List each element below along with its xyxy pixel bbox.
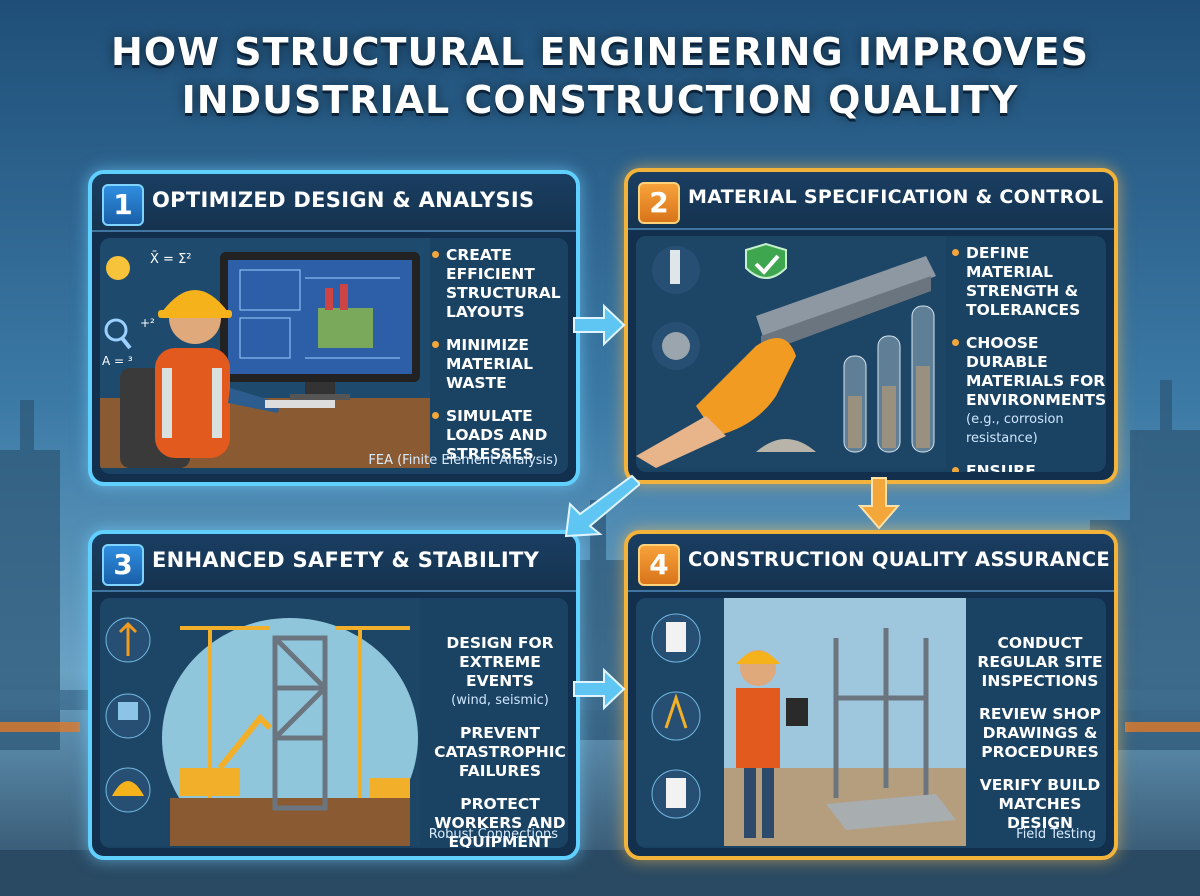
formula-label: +²: [140, 316, 155, 330]
panel-caption: FEA (Finite Element Analysis): [368, 453, 558, 468]
arrow-right-icon: [573, 303, 626, 347]
panel-title: MATERIAL SPECIFICATION & CONTROL: [688, 186, 1104, 208]
bullet-item: Verify build matches design: [979, 776, 1101, 832]
bullet-item: Review shop drawings & procedures: [978, 705, 1102, 761]
step-number-badge: 4: [638, 544, 680, 586]
panel-body: Design for extreme events(wind, seismic)…: [100, 598, 568, 848]
step-number-badge: 3: [102, 544, 144, 586]
bullet-item: Create efficient structural layouts: [432, 246, 566, 322]
arrow-down-icon: [857, 477, 901, 530]
step-number-badge: 1: [102, 184, 144, 226]
engineer-at-computer-illustration: [100, 238, 430, 468]
bullet-item: Conduct regular site inspections: [977, 634, 1103, 690]
step-number-badge: 2: [638, 182, 680, 224]
steel-beam-and-samples-illustration: [636, 236, 946, 468]
bullet-item: Choose durable materials for environment…: [952, 334, 1106, 448]
title-line-2: INDUSTRIAL CONSTRUCTION QUALITY: [181, 78, 1019, 122]
panel-caption: Robust Connections: [428, 827, 558, 842]
panel-title: CONSTRUCTION QUALITY ASSURANCE: [688, 548, 1110, 571]
bullet-item: Design for extreme events(wind, seismic): [430, 634, 568, 710]
panel-quality-assurance: 4 CONSTRUCTION QUALITY ASSURANCE: [624, 530, 1118, 860]
site-inspection-illustration: [636, 598, 966, 846]
panel-header: 2 MATERIAL SPECIFICATION & CONTROL: [628, 172, 1114, 230]
panel-body: Define material strength & tolerances Ch…: [636, 236, 1106, 472]
panel-body: X̄ = Σ² +² A = ³ Create efficient struct…: [100, 238, 568, 474]
bullet-item: Ensure quality standards: [952, 462, 1106, 472]
page-title: HOW STRUCTURAL ENGINEERING IMPROVES INDU…: [0, 28, 1200, 124]
panel-safety-stability: 3 ENHANCED SAFETY & STABILITY: [88, 530, 580, 860]
panel-title: ENHANCED SAFETY & STABILITY: [152, 548, 540, 572]
bullet-item: Minimize material waste: [432, 336, 566, 393]
formula-label: A = ³: [102, 354, 133, 368]
panel-caption: Field Testing: [1016, 827, 1096, 842]
arrow-right-icon: [573, 667, 626, 711]
bullet-list: Create efficient structural layouts Mini…: [432, 246, 566, 474]
bullet-list: Conduct regular site inspections Review …: [972, 634, 1106, 847]
bullet-list: Design for extreme events(wind, seismic)…: [430, 634, 568, 848]
panel-material-control: 2 MATERIAL SPECIFICATION & CONTROL: [624, 168, 1118, 484]
bullet-item: Protect workers and equipment: [434, 795, 566, 848]
bullet-item: Prevent catastrophic failures: [434, 724, 566, 780]
title-line-1: HOW STRUCTURAL ENGINEERING IMPROVES: [111, 30, 1089, 74]
formula-label: X̄ = Σ²: [150, 252, 192, 267]
panel-title: OPTIMIZED DESIGN & ANALYSIS: [152, 188, 535, 212]
panel-design-analysis: 1 OPTIMIZED DESIGN & ANALYSIS: [88, 170, 580, 486]
arrow-diagonal-down-left-icon: [564, 474, 640, 538]
bullet-item: Simulate loads and stresses: [432, 407, 566, 464]
bullet-list: Define material strength & tolerances Ch…: [952, 244, 1106, 472]
panel-header: 4 CONSTRUCTION QUALITY ASSURANCE: [628, 534, 1114, 592]
panel-header: 3 ENHANCED SAFETY & STABILITY: [92, 534, 576, 592]
construction-site-illustration: [100, 598, 420, 846]
bullet-item: Define material strength & tolerances: [952, 244, 1106, 320]
panel-body: Conduct regular site inspections Review …: [636, 598, 1106, 848]
bullet-note: (wind, seismic): [451, 693, 549, 708]
bullet-note: (e.g., corrosion resistance): [966, 412, 1064, 446]
panel-header: 1 OPTIMIZED DESIGN & ANALYSIS: [92, 174, 576, 232]
